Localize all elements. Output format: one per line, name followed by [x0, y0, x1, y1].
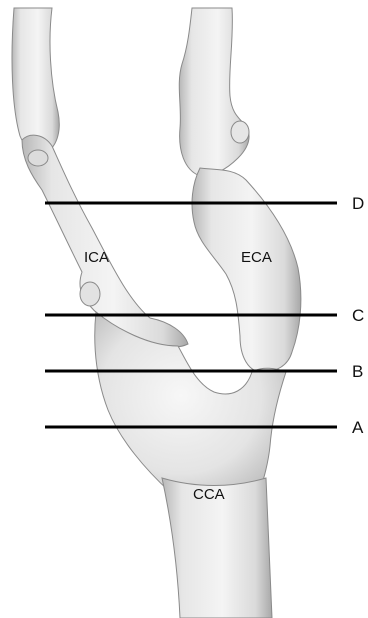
eca-segment: [192, 168, 301, 372]
eca-label: ECA: [241, 249, 272, 266]
ica-upper-segment: [12, 8, 59, 152]
plane-label-b: B: [352, 362, 363, 381]
eca-surface-bump: [231, 121, 249, 143]
cca-label: CCA: [193, 486, 225, 503]
ica-label: ICA: [84, 249, 109, 266]
ica-kink-bump: [28, 150, 48, 166]
eca-upper-segment: [179, 8, 249, 176]
ica-surface-bump: [80, 282, 100, 306]
plane-label-c: C: [352, 306, 364, 325]
plane-label-d: D: [352, 194, 364, 213]
vessel-model: [12, 8, 301, 618]
plane-label-a: A: [352, 418, 364, 437]
